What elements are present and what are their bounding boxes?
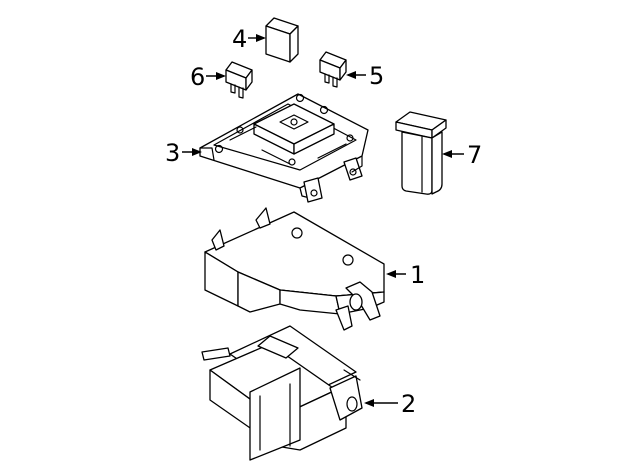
callout-3-label: 3 — [165, 139, 180, 167]
callout-7-label: 7 — [467, 141, 482, 169]
callout-2-label: 2 — [401, 390, 416, 418]
cover-part-1 — [204, 207, 385, 331]
callout-3: 3 — [165, 139, 202, 167]
callout-5: 5 — [346, 62, 384, 90]
fuse-part-5 — [319, 51, 347, 88]
callout-1-label: 1 — [410, 261, 425, 289]
callout-6-label: 6 — [190, 63, 205, 91]
relay-part-4 — [265, 17, 299, 63]
fuse-part-6 — [225, 61, 253, 99]
fuse-part-7 — [395, 111, 447, 195]
callout-1: 1 — [386, 261, 425, 289]
housing-part-2 — [201, 325, 363, 461]
callout-2: 2 — [364, 390, 416, 418]
callout-7: 7 — [442, 141, 482, 169]
bracket-part-3 — [199, 93, 369, 203]
callout-4: 4 — [232, 25, 266, 53]
callout-6: 6 — [190, 63, 226, 91]
callout-4-label: 4 — [232, 25, 247, 53]
callout-5-label: 5 — [369, 62, 384, 90]
